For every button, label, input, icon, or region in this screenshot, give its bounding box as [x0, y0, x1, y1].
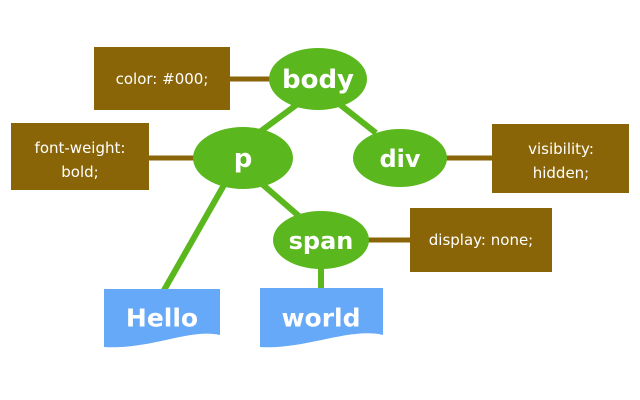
tree-edge-p-to-hello [160, 183, 227, 294]
tree-edge-body-to-p [259, 100, 301, 134]
element-node-span-ellipse [273, 211, 369, 269]
tree-edge-p-to-span [260, 181, 302, 220]
style-box-font-weight-rect [11, 123, 149, 190]
text-node-hello-label: Hello [126, 304, 198, 333]
element-node-p-label: p [234, 144, 253, 174]
text-node-hello[interactable]: Hello [104, 289, 220, 348]
element-node-div-label: div [379, 145, 420, 173]
text-node-world-shape [260, 288, 383, 348]
style-box-visibility[interactable]: visibility: hidden; [492, 124, 629, 193]
tree-edges-group [160, 100, 378, 294]
style-box-font-weight-line-1: font-weight: [35, 139, 126, 157]
style-box-color-line-1: color: #000; [116, 70, 209, 88]
style-box-font-weight[interactable]: font-weight: bold; [11, 123, 149, 190]
element-node-span-label: span [289, 227, 354, 255]
style-box-visibility-line-1: visibility: [528, 140, 594, 158]
element-node-div-ellipse [353, 129, 447, 187]
style-box-color-rect [94, 47, 230, 110]
element-node-span[interactable]: span [273, 211, 369, 269]
style-box-visibility-line-2: hidden; [533, 164, 590, 182]
style-box-font-weight-line-2: bold; [61, 163, 98, 181]
text-node-world[interactable]: world [260, 288, 383, 348]
style-edges-group [148, 76, 494, 243]
style-box-display-rect [410, 208, 552, 272]
style-box-display-line-1: display: none; [429, 231, 533, 249]
tree-edge-body-to-div [336, 100, 378, 136]
style-box-display[interactable]: display: none; [410, 208, 552, 272]
text-node-world-label: world [281, 304, 360, 333]
text-node-hello-shape [104, 289, 220, 348]
element-node-p-ellipse [193, 127, 293, 189]
style-box-color[interactable]: color: #000; [94, 47, 230, 110]
element-node-div[interactable]: div [353, 129, 447, 187]
element-node-body[interactable]: body [269, 48, 367, 110]
element-node-body-label: body [282, 65, 354, 95]
element-node-p[interactable]: p [193, 127, 293, 189]
style-box-visibility-rect [492, 124, 629, 193]
element-node-body-ellipse [269, 48, 367, 110]
